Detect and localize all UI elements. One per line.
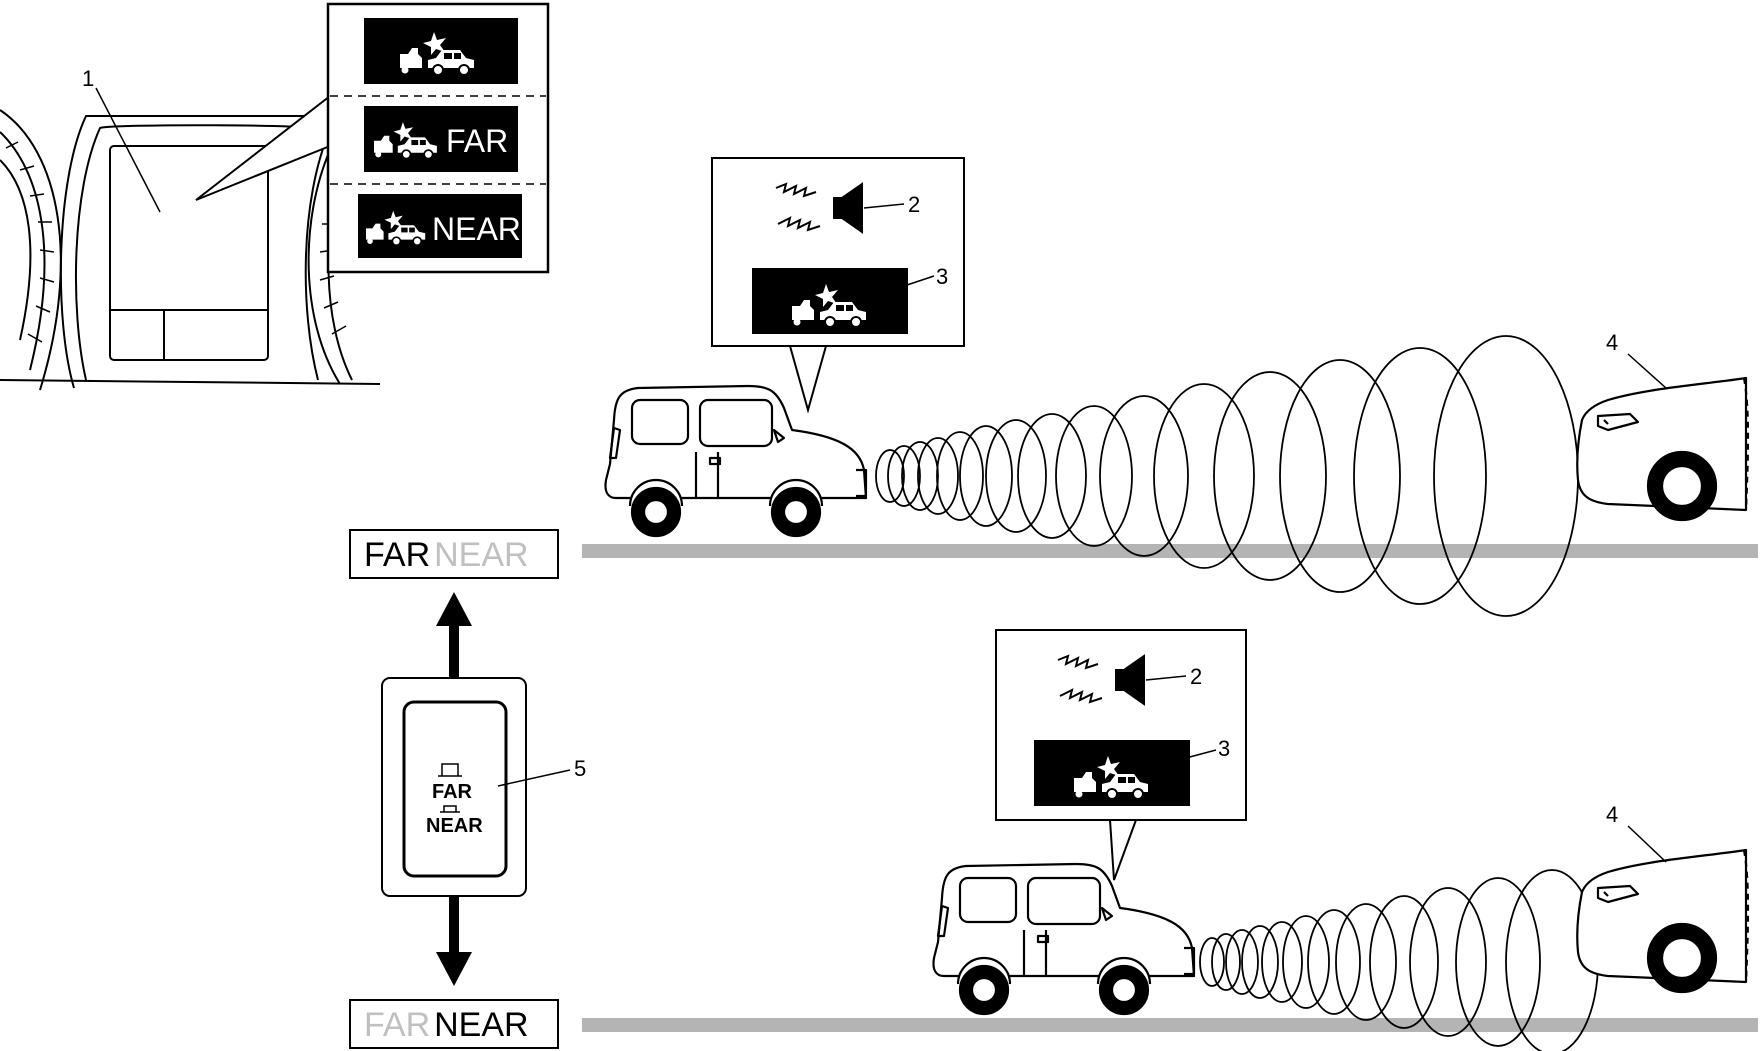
switch-far-label: FAR [432,781,473,803]
indicator-near: NEAR [358,194,522,258]
own-vehicle-bottom [932,862,1196,1016]
setting-bottom-far: FAR [364,1006,430,1044]
vehicle-ahead-bottom [1576,848,1750,994]
setting-top-far: FAR [364,536,430,574]
callout-5-number: 5 [574,756,586,781]
instrument-cluster [0,109,381,391]
sensor-waves-top [875,335,1579,617]
scenario-far: 2 3 4 [582,157,1758,617]
zoom-callout-wedge [195,93,331,201]
setting-top-near: NEAR [434,536,528,574]
road-bottom [582,1018,1758,1032]
callout-2-number-bottom: 2 [1190,664,1202,689]
callout-3-number-bottom: 3 [1218,736,1230,761]
switch-near-marker-icon [440,805,460,813]
switch-near-label: NEAR [426,815,483,837]
indicator-variants-panel: FAR NEAR [326,2,550,274]
arrow-down [436,896,472,986]
sensor-waves-bottom [1199,869,1599,1051]
arrow-up [436,592,472,678]
indicator-standard [364,18,518,84]
callout-4-number-bottom: 4 [1606,802,1618,827]
callout-4-number-top: 4 [1606,330,1618,355]
distance-switch[interactable]: FAR NEAR [381,677,527,897]
indicator-near-label: NEAR [432,211,521,247]
callout-1-number: 1 [82,66,94,91]
road-top [582,544,1758,558]
switch-far-marker-icon [438,763,462,777]
callout-2-number: 2 [908,192,920,217]
scenario-near: 2 3 4 [582,629,1758,1051]
indicator-far-label: FAR [446,123,508,159]
warning-popup-bottom: 2 3 [995,629,1247,881]
vehicle-ahead-top [1576,376,1750,522]
own-vehicle-top [604,384,868,538]
indicator-far: FAR [364,106,518,172]
setting-bottom-near: NEAR [434,1006,528,1044]
callout-3-number: 3 [936,264,948,289]
warning-popup-top: 2 3 [711,157,965,414]
callout-1: 1 [82,66,161,213]
